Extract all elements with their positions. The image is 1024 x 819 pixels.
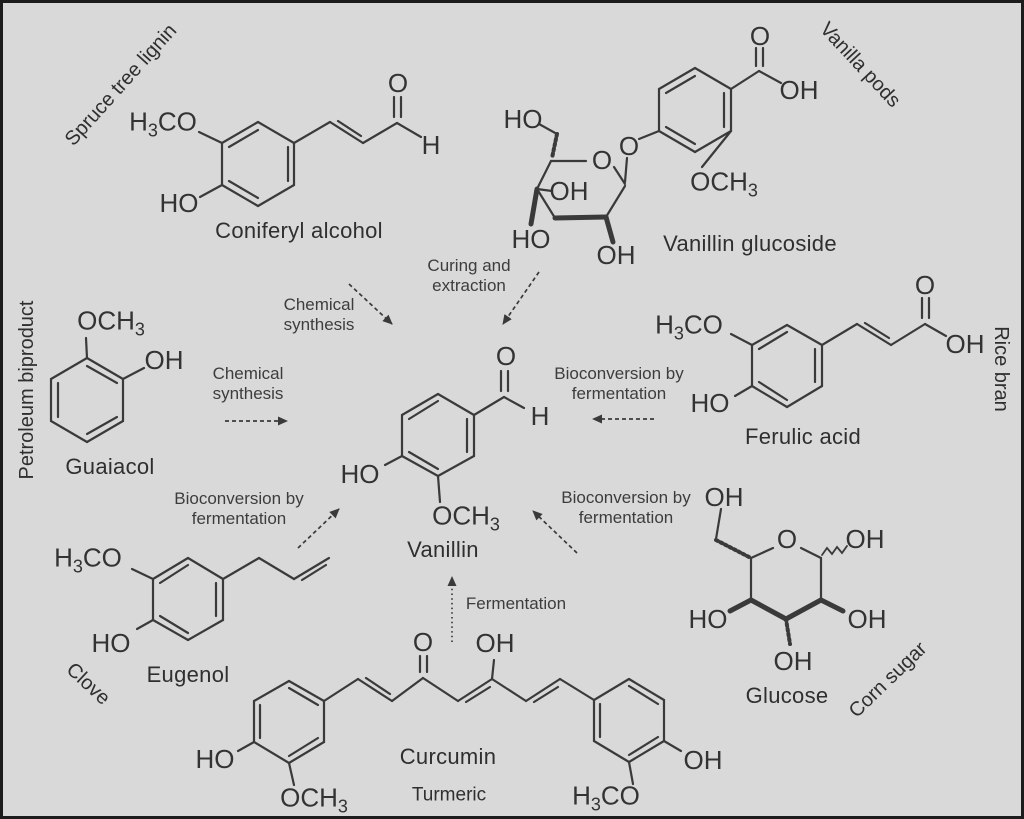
process-line: synthesis bbox=[283, 315, 355, 334]
ferulic-methoxy-label: H3CO bbox=[655, 309, 723, 344]
ferulic-carboxyl-oxygen-label: O bbox=[914, 270, 936, 300]
vanillin-name: Vanillin bbox=[407, 537, 479, 562]
process-line: fermentation bbox=[578, 508, 674, 527]
curcumin-right-methoxy-label: H3CO bbox=[572, 780, 640, 815]
glucoside-methoxy-label: OCH3 bbox=[690, 166, 758, 201]
glucose-c2-hydroxyl-label: OH bbox=[847, 604, 887, 634]
arrow-glucoside-to-vanillin bbox=[502, 271, 540, 325]
source-petroleum-biproduct: Petroleum biproduct bbox=[16, 300, 38, 480]
ferulic-acid-name: Ferulic acid bbox=[744, 424, 862, 449]
process-line: Curing and bbox=[427, 255, 511, 275]
glucoside-ch2oh-label: HO bbox=[503, 104, 543, 134]
process-line: Chemical bbox=[212, 363, 284, 383]
arrow-glucose-to-vanillin bbox=[532, 510, 578, 554]
eugenol-structure bbox=[130, 556, 331, 642]
vanillin-carbonyl-oxygen-label: O bbox=[495, 341, 517, 371]
process-line: Bioconversion by bbox=[561, 487, 691, 507]
glucose-ch2oh-label: OH bbox=[704, 482, 744, 512]
glucose-c3-hydroxyl-label: OH bbox=[773, 646, 813, 676]
process-chemical-synthesis-coniferyl: Chemical synthesis bbox=[284, 295, 355, 335]
guaiacol-methoxy-label: OCH3 bbox=[77, 305, 145, 340]
arrow-coniferyl-to-vanillin bbox=[348, 283, 393, 325]
ferulic-carboxyl-hydroxyl-label: OH bbox=[945, 329, 985, 359]
vanillin-methoxy-label: OCH3 bbox=[432, 500, 500, 535]
glucoside-glycosidic-oxygen-label: O bbox=[618, 131, 640, 161]
coniferyl-hydroxyl-label: HO bbox=[159, 188, 199, 218]
coniferyl-methoxy-label: H3CO bbox=[129, 106, 197, 141]
process-bioconversion-eugenol: Bioconversion by fermentation bbox=[174, 489, 303, 529]
eugenol-hydroxyl-label: HO bbox=[91, 628, 131, 658]
glucoside-inner-hydroxyl-label: OH bbox=[549, 176, 589, 206]
process-line: Bioconversion by bbox=[174, 488, 304, 508]
curcumin-carbonyl-oxygen-label: O bbox=[412, 627, 434, 657]
glucoside-bottom-left-hydroxyl-label: HO bbox=[511, 224, 551, 254]
process-line: Bioconversion by bbox=[554, 363, 684, 383]
ferulic-acid-structure bbox=[729, 296, 948, 409]
curcumin-left-hydroxyl-label: HO bbox=[195, 744, 235, 774]
glucose-name: Glucose bbox=[745, 683, 829, 708]
glucoside-bottom-hydroxyl-label: OH bbox=[596, 240, 636, 270]
curcumin-enol-hydroxyl-label: OH bbox=[475, 628, 515, 658]
vanillin-hydroxyl-label: HO bbox=[340, 459, 380, 489]
chemical-structures-canvas bbox=[49, 46, 948, 787]
curcumin-structure bbox=[236, 654, 683, 787]
process-bioconversion-glucose: Bioconversion by fermentation bbox=[561, 488, 690, 528]
coniferyl-aldehyde-hydrogen-label: H bbox=[421, 130, 441, 160]
arrow-eugenol-to-vanillin bbox=[297, 508, 340, 549]
glucose-anomeric-hydroxyl-label: OH bbox=[845, 524, 885, 554]
coniferyl-alcohol-structure bbox=[197, 95, 423, 208]
glucoside-carboxyl-oxygen-label: O bbox=[749, 21, 771, 51]
eugenol-name: Eugenol bbox=[146, 662, 230, 687]
process-line: extraction bbox=[432, 276, 506, 295]
source-turmeric: Turmeric bbox=[411, 784, 487, 806]
vanillin-aldehyde-hydrogen-label: H bbox=[530, 401, 550, 431]
curcumin-name: Curcumin bbox=[399, 744, 497, 769]
process-line: Chemical bbox=[283, 294, 355, 314]
vanillin-structure bbox=[383, 369, 526, 504]
glucose-ring-oxygen-label: O bbox=[776, 524, 798, 554]
curcumin-left-methoxy-label: OCH3 bbox=[280, 782, 348, 817]
guaiacol-structure bbox=[49, 336, 146, 444]
glucoside-ring-oxygen-label: O bbox=[591, 145, 613, 175]
process-curing-extraction: Curing and extraction bbox=[427, 256, 510, 296]
glucoside-carboxyl-hydroxyl-label: OH bbox=[779, 75, 819, 105]
ferulic-hydroxyl-label: HO bbox=[690, 388, 730, 418]
process-bioconversion-ferulic: Bioconversion by fermentation bbox=[554, 364, 683, 404]
coniferyl-alcohol-name: Coniferyl alcohol bbox=[215, 218, 383, 243]
process-line: fermentation bbox=[571, 384, 667, 403]
curcumin-right-hydroxyl-label: OH bbox=[683, 745, 723, 775]
process-chemical-synthesis-guaiacol: Chemical synthesis bbox=[213, 364, 284, 404]
guaiacol-hydroxyl-label: OH bbox=[144, 345, 184, 375]
process-line: synthesis bbox=[212, 384, 284, 403]
coniferyl-carbonyl-oxygen-label: O bbox=[387, 68, 409, 98]
process-fermentation-curcumin: Fermentation bbox=[466, 594, 566, 614]
process-line: fermentation bbox=[191, 509, 287, 528]
vanillin-glucoside-structure bbox=[528, 46, 783, 245]
glucose-c4-hydroxyl-label: HO bbox=[688, 604, 728, 634]
eugenol-methoxy-label: H3CO bbox=[54, 542, 122, 577]
vanillin-glucoside-name: Vanillin glucoside bbox=[663, 231, 837, 256]
guaiacol-name: Guaiacol bbox=[65, 454, 155, 479]
glucose-structure bbox=[714, 507, 848, 646]
process-line: Fermentation bbox=[465, 593, 567, 613]
source-rice-bran: Rice bran bbox=[990, 326, 1012, 412]
